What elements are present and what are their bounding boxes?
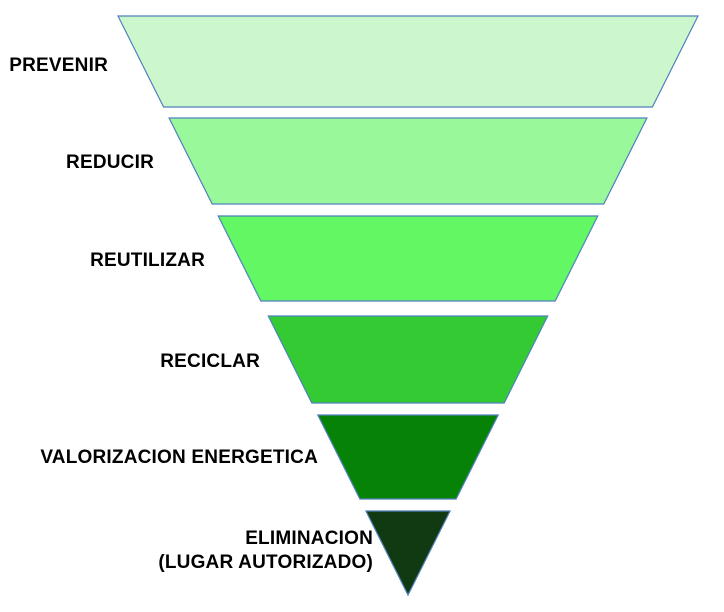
level-label-eliminacion-line2: (LUGAR AUTORIZADO) (158, 552, 373, 573)
funnel-level-reciclar-shape (267, 315, 549, 404)
funnel-level-reducir-shape (168, 117, 648, 205)
funnel-level-eliminacion-shape (364, 510, 452, 597)
level-label-reutilizar: REUTILIZAR (90, 250, 205, 271)
level-label-eliminacion-line1: ELIMINACION (245, 528, 373, 549)
funnel-level-valorizacion-shape (316, 414, 500, 500)
level-label-reciclar: RECICLAR (160, 351, 260, 372)
level-label-reducir: REDUCIR (66, 152, 154, 173)
level-label-eliminacion: ELIMINACION (LUGAR AUTORIZADO) (158, 527, 373, 575)
level-label-valorizacion-energetica: VALORIZACION ENERGETICA (40, 447, 318, 468)
funnel-level-prevenir-shape (117, 15, 699, 108)
level-label-prevenir: PREVENIR (9, 55, 108, 76)
funnel-level-reutilizar-shape (217, 215, 599, 302)
